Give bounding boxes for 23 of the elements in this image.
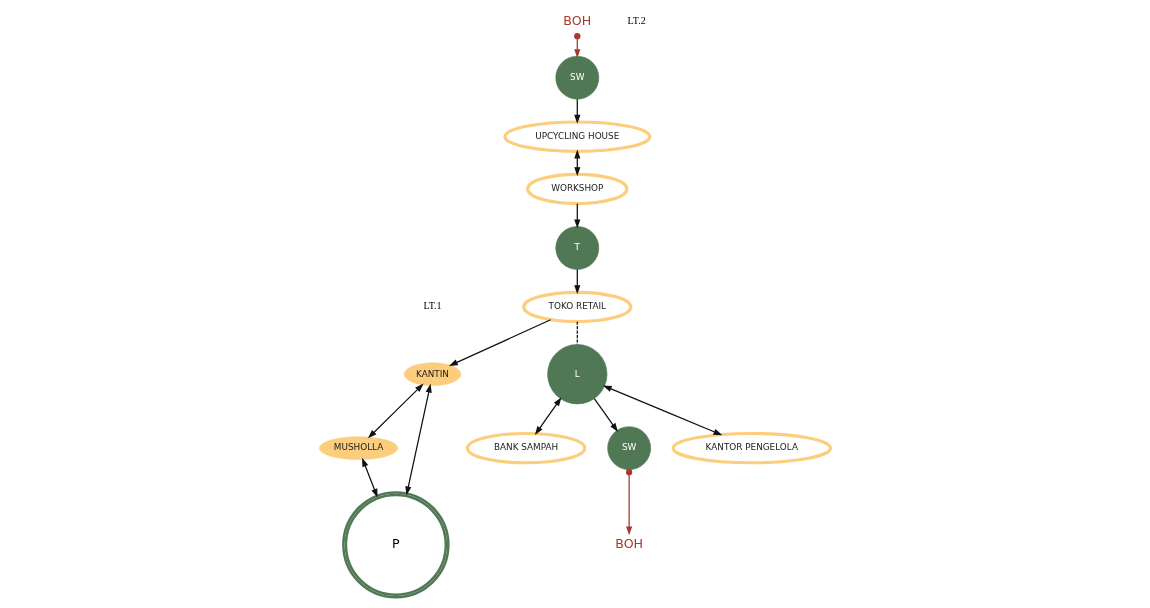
node-ellipse: TOKO RETAIL xyxy=(522,290,633,324)
node-text: BOH xyxy=(615,536,644,552)
node-circle: T xyxy=(555,226,600,270)
node-ellipse: WORKSHOP xyxy=(526,172,629,206)
node-circle: SW xyxy=(607,426,651,470)
arrow xyxy=(367,383,424,439)
arrow xyxy=(626,469,633,536)
arrow xyxy=(534,397,562,436)
connector xyxy=(576,321,578,345)
arrow xyxy=(405,383,432,496)
arrow xyxy=(448,319,552,367)
node-ellipse: KANTIN xyxy=(403,362,462,386)
node-ellipse: BANK SAMPAH xyxy=(465,431,587,465)
node-circle: SW xyxy=(555,55,600,100)
node-ellipse: KANTOR PENGELOLA xyxy=(671,431,832,465)
arrow xyxy=(362,457,378,498)
arrow xyxy=(602,385,723,436)
node-ellipse: UPCYCLING HOUSE xyxy=(503,120,652,153)
label: LT.2 xyxy=(627,15,646,27)
node-ellipse: MUSHOLLA xyxy=(319,436,399,460)
arrow xyxy=(593,398,618,432)
node-text: BOH xyxy=(563,13,592,29)
label: LT.1 xyxy=(423,300,442,312)
